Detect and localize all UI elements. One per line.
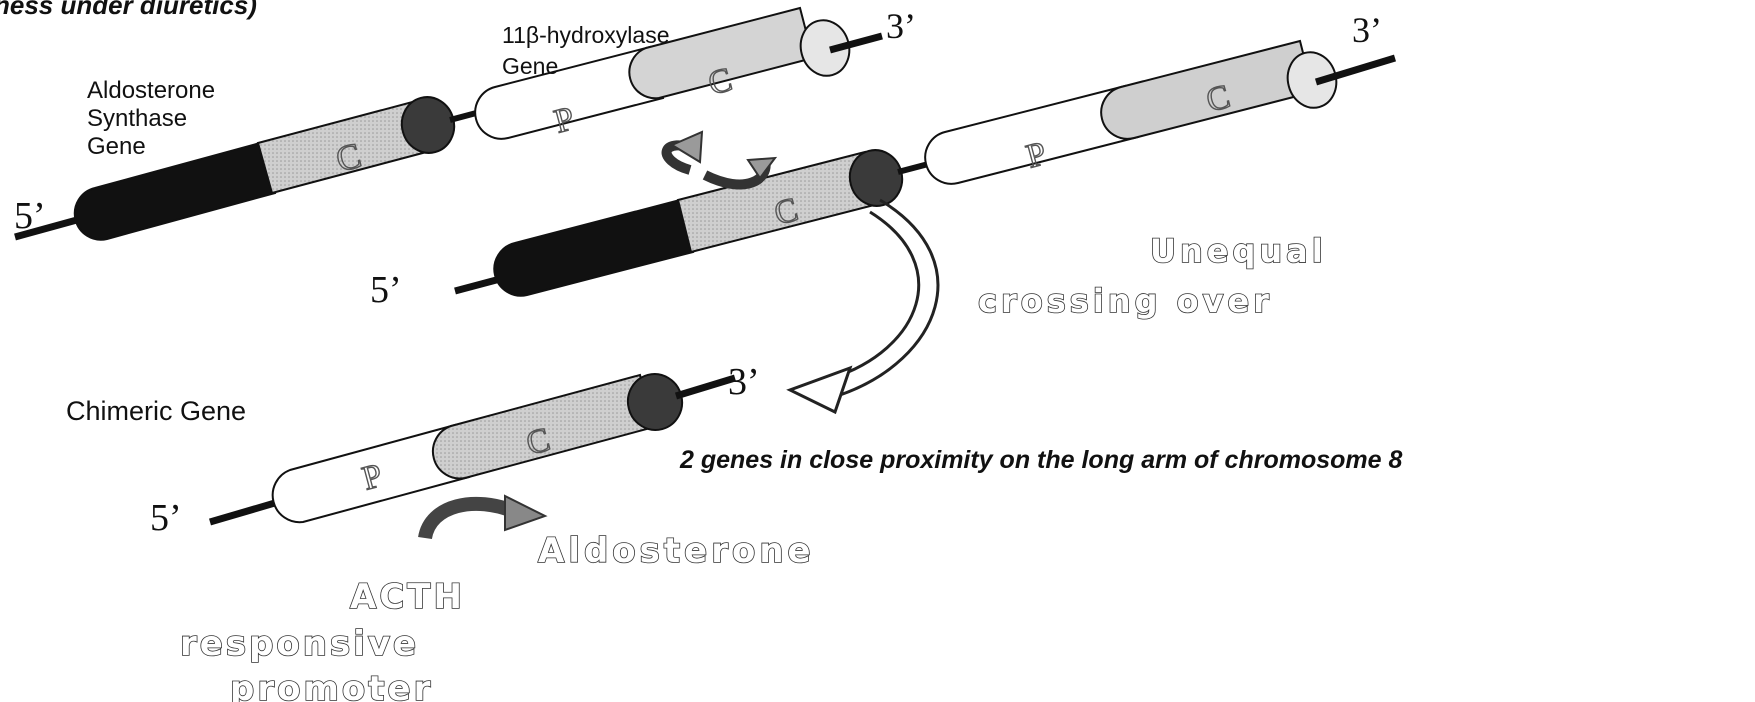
aldosterone-label-line1: Aldosterone	[87, 77, 215, 104]
crossover-arrowhead-right	[748, 158, 775, 178]
chromosome-caption: 2 genes in close proximity on the long a…	[679, 446, 1402, 474]
recombination-arrowhead	[790, 368, 850, 412]
header-fragment: ness under diuretics)	[0, 0, 257, 20]
product-label: Aldosterone	[538, 531, 815, 571]
chimeric-3prime-label: 3’	[728, 361, 760, 403]
promoter-label-line3: promoter	[230, 669, 433, 702]
upper-5prime-label: 5’	[14, 195, 46, 237]
promoter-label-line2: responsive	[180, 624, 419, 664]
promoter-arrowhead	[505, 496, 545, 530]
hydroxylase-label-line1: 11β-hydroxylase	[502, 22, 670, 48]
chimeric-3prime-tail	[676, 378, 735, 396]
promoter-label-line1: ACTH	[350, 577, 465, 617]
chimeric-gene-label: Chimeric Gene	[66, 396, 246, 426]
promoter-arrow	[425, 496, 545, 538]
crossover-arrowhead-left	[672, 132, 702, 162]
chimeric-5prime-label: 5’	[150, 497, 182, 539]
aldosterone-label-line3: Gene	[87, 133, 146, 160]
upper-3prime-label: 3’	[886, 6, 916, 46]
crossing-label-line1: Unequal	[1150, 232, 1327, 270]
crossing-label-line2: crossing over	[978, 282, 1273, 320]
recombination-arrow	[790, 200, 938, 412]
lower-5prime-label: 5’	[370, 269, 402, 311]
recombination-arrow-outer	[840, 200, 938, 395]
lower-3prime-label: 3’	[1352, 10, 1382, 50]
hydroxylase-label-line2: Gene	[502, 53, 558, 79]
aldosterone-label-line2: Synthase	[87, 105, 187, 132]
promoter-arrow-shaft	[425, 504, 515, 538]
lower-black-segment	[494, 200, 693, 296]
crossover-arrows	[667, 132, 775, 184]
